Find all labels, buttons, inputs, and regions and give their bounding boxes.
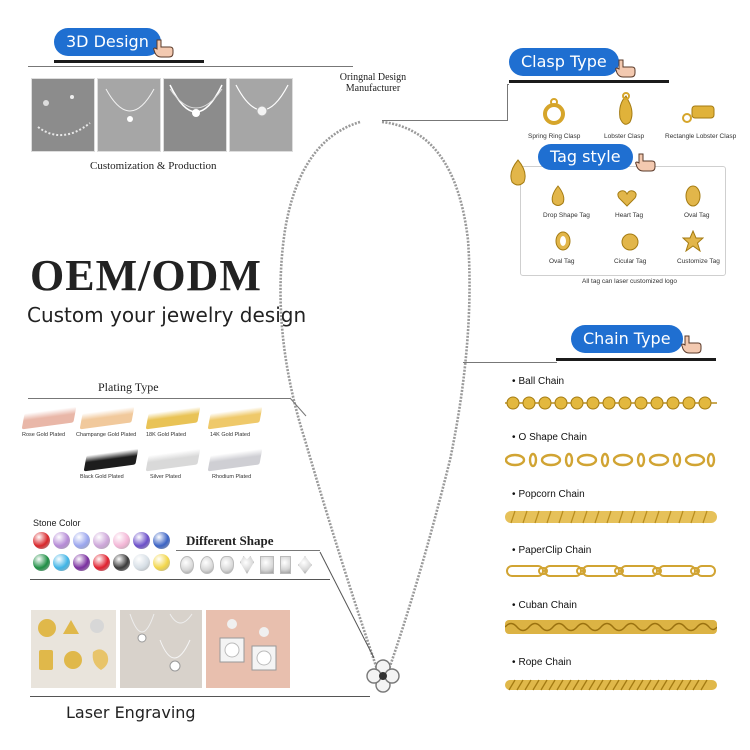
pointer-hand-icon [681,335,702,354]
oem-subtitle: Custom your jewelry design [27,303,307,327]
chain-type-button[interactable]: Chain Type [571,325,683,353]
plating-label-2: Champange Gold Plated [76,432,137,438]
laser-earrings-photo [206,610,290,688]
design-caption: Customization & Production [90,160,217,172]
plating-label-3: 18K Gold Plated [146,432,187,438]
drop-tag-icon [510,159,526,186]
clasp-label-1: Spring Ring Clasp [528,133,581,140]
paperclip-chain-image [506,565,716,577]
tag-label-5: Cicular Tag [614,258,647,265]
pointer-hand-icon [153,39,174,58]
tag-note: All tag can laser customized logo [582,278,678,285]
chain-label-paperclip: PaperClip Chain [512,545,592,556]
plating-label-7: Rhodium Plated [212,474,252,480]
clasp-connector-h [382,120,508,121]
round-shape-icon [180,556,194,574]
marquise-shape-icon [298,556,312,574]
3d-design-tile-2 [97,78,161,152]
clasp-connector [507,84,508,120]
plating-connector [289,397,307,417]
pear-shape-icon [200,556,214,574]
tag-label-2: Heart Tag [615,212,644,219]
popcorn-chain-image [505,510,717,524]
stone-color-gem [53,554,70,571]
o-shape-chain-image [505,452,716,468]
oem-title: OEM/ODM [30,251,262,300]
stone-color-gem [133,532,150,549]
stone-color-gem [93,554,110,571]
stone-color-gem [153,554,170,571]
clasp-label-3: Rectangle Lobster Clasp [665,133,737,140]
manufacturer-line-1: Oringnal Design [339,72,407,83]
stone-color-title: Stone Color [33,518,81,528]
clasp-line [508,84,509,85]
tag-style-button[interactable]: Tag style [538,144,633,170]
laser-tags-photo [31,610,116,688]
oval-ring-tag-icon [555,231,571,251]
3d-design-line [28,66,353,67]
plating-title: Plating Type [98,380,159,394]
tag-label-4: Oval Tag [549,258,575,265]
shape-line [176,550,320,551]
stone-color-gem [113,532,130,549]
3d-design-tile-3 [163,78,227,152]
clasp-underline [509,80,669,83]
stone-underline [30,579,330,580]
drop-shape-tag-icon [551,185,565,206]
different-shape-title: Different Shape [186,533,274,548]
manufacturer-line-2: Manufacturer [345,83,401,94]
square-shape-icon [260,556,274,574]
oval-tag-icon [685,185,701,207]
cuban-chain-image [505,620,717,634]
stone-color-gem [113,554,130,571]
3d-design-button[interactable]: 3D Design [54,28,161,56]
plating-label-4: 14K Gold Plated [210,432,251,438]
chain-label-popcorn: Popcorn Chain [512,489,585,500]
chain-underline [556,358,716,361]
heart-tag-icon [617,190,637,207]
3d-design-underline [54,60,204,63]
manufacturer-label: Oringnal Design Manufacturer [333,72,413,94]
chain-label-cuban: Cuban Chain [512,600,577,611]
stone-color-gem [153,532,170,549]
tag-label-3: Oval Tag [684,212,710,219]
3d-design-tile-1 [31,78,95,152]
emerald-shape-icon [280,556,291,574]
star-tag-icon [682,230,704,252]
tag-label-6: Customize Tag [677,258,720,265]
chain-label-ball: Ball Chain [512,376,565,387]
laser-engraving-title: Laser Engraving [66,703,196,722]
plating-label-6: Silver Plated [150,474,181,480]
tag-label-1: Drop Shape Tag [543,212,590,219]
plating-label-5: Black Gold Plated [80,474,124,480]
spring-ring-clasp-icon [543,98,565,125]
stone-color-gem [133,554,150,571]
rectangle-lobster-clasp-icon [682,105,715,123]
chain-label-o-shape: O Shape Chain [512,432,587,443]
stone-color-gem [33,554,50,571]
stone-color-gem [53,532,70,549]
clasp-label-2: Lobster Clasp [604,133,645,140]
stone-color-gem [93,532,110,549]
shape-connector [319,551,375,659]
chain-connector [463,362,557,363]
laser-line [30,696,370,697]
chain-label-rope: Rope Chain [512,657,572,668]
rope-chain-image [505,679,717,691]
stone-color-gem [73,554,90,571]
stone-color-gem [73,532,90,549]
3d-design-tile-4 [229,78,293,152]
pointer-hand-icon [615,59,636,78]
stone-color-gem [33,532,50,549]
lobster-clasp-icon [619,92,633,125]
plating-line [28,398,290,399]
laser-necklace-photo [120,610,202,688]
circular-tag-icon [621,233,639,251]
plating-label-1: Rose Gold Plated [22,432,66,438]
ball-chain-image [505,396,717,410]
clasp-type-button[interactable]: Clasp Type [509,48,619,76]
pointer-hand-icon [635,153,656,172]
oval-shape-icon [220,556,234,574]
